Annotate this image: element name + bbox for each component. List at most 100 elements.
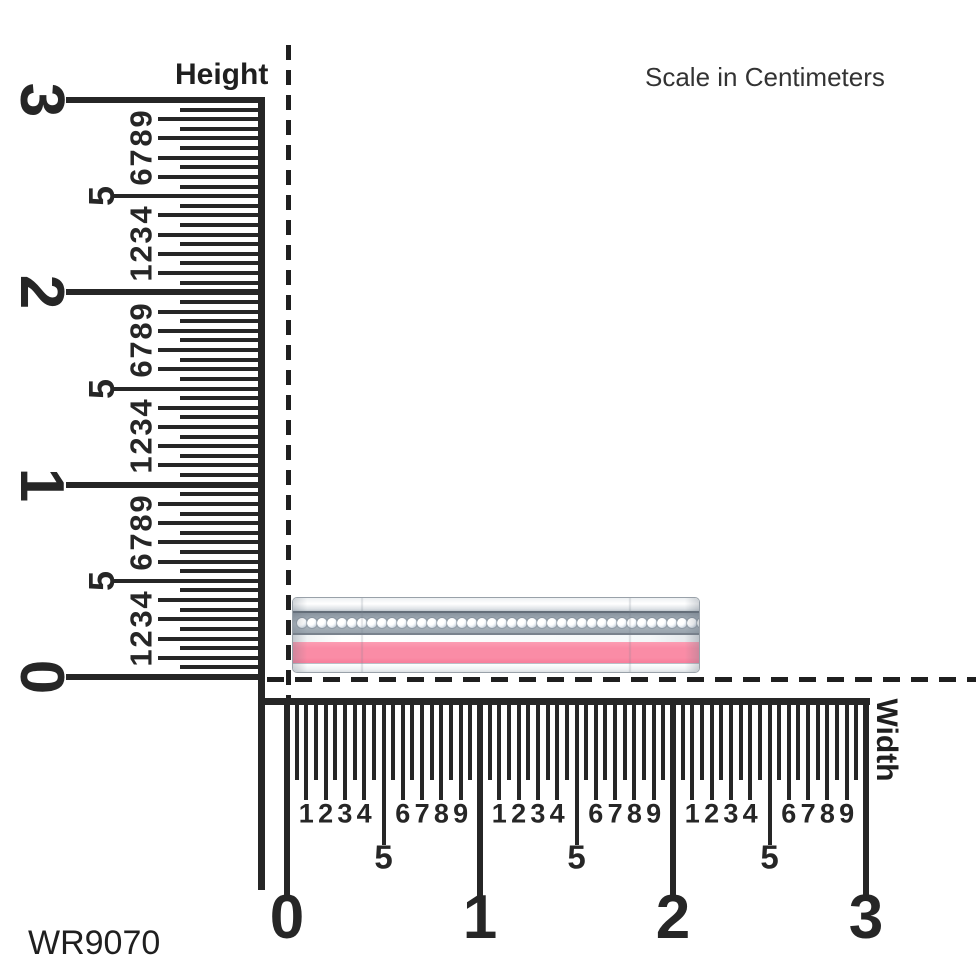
diamond — [677, 618, 687, 628]
half-mm-tick — [680, 703, 685, 780]
half-mm-tick — [180, 146, 262, 151]
diamond — [687, 618, 697, 628]
mm-tick — [323, 703, 328, 800]
diamond — [357, 618, 367, 628]
diamond — [297, 618, 307, 628]
mm-tick-label: 9 — [453, 798, 469, 829]
cm-tick — [66, 481, 262, 488]
half-mm-tick — [180, 126, 262, 131]
mm-tick — [748, 703, 753, 800]
mm-five-tick — [381, 703, 386, 845]
mm-tick — [158, 251, 262, 256]
mm-tick — [342, 703, 347, 800]
diamond — [577, 618, 587, 628]
half-mm-tick — [180, 607, 262, 612]
diamond — [427, 618, 437, 628]
diamond — [327, 618, 337, 628]
mm-tick-label: 1 — [298, 798, 314, 829]
mm-tick — [613, 703, 618, 800]
mm-tick — [709, 703, 714, 800]
half-mm-tick — [487, 703, 492, 780]
product-code: WR9070 — [28, 924, 161, 962]
half-mm-tick — [180, 280, 262, 285]
ring-top-rim — [293, 598, 699, 612]
half-mm-tick — [294, 703, 299, 780]
diamond — [467, 618, 477, 628]
mm-five-tick — [113, 194, 262, 199]
mm-tick — [158, 213, 262, 218]
mm-tick — [535, 703, 540, 800]
diamond — [457, 618, 467, 628]
mm-tick — [439, 703, 444, 800]
mm-five-tick — [113, 386, 262, 391]
mm-tick — [825, 703, 830, 800]
half-mm-tick — [796, 703, 801, 780]
ring-pink-enamel-band — [293, 642, 699, 663]
diamond — [367, 618, 377, 628]
mm-tick — [158, 136, 262, 141]
mm-five-label: 5 — [374, 838, 393, 876]
mm-tick-label: 2 — [318, 798, 334, 829]
half-mm-tick — [180, 184, 262, 189]
mm-tick — [555, 703, 560, 800]
mm-tick-label: 6 — [588, 798, 604, 829]
mm-tick — [400, 703, 405, 800]
diamond — [377, 618, 387, 628]
diamond — [597, 618, 607, 628]
diamond — [487, 618, 497, 628]
diamond — [547, 618, 557, 628]
mm-tick-label: 2 — [704, 798, 720, 829]
mm-five-label: 5 — [567, 838, 586, 876]
diamond — [387, 618, 397, 628]
mm-tick — [158, 117, 262, 122]
diamond — [507, 618, 517, 628]
half-mm-tick — [757, 703, 762, 780]
half-mm-tick — [180, 665, 262, 670]
mm-tick — [158, 444, 262, 449]
half-mm-tick — [180, 530, 262, 535]
mm-tick — [158, 521, 262, 526]
mm-tick — [158, 309, 262, 314]
mm-five-tick — [767, 703, 772, 845]
half-mm-tick — [180, 453, 262, 458]
mm-tick — [158, 655, 262, 660]
half-mm-tick — [371, 703, 376, 780]
half-mm-tick — [526, 703, 531, 780]
mm-tick — [728, 703, 733, 800]
half-mm-tick — [835, 703, 840, 780]
mm-tick-label: 6 — [395, 798, 411, 829]
cm-tick-label: 3 — [848, 883, 884, 952]
cm-tick — [670, 703, 676, 896]
height-axis-label: Height — [175, 58, 269, 91]
mm-tick-label: 3 — [723, 798, 739, 829]
mm-tick-label: 4 — [549, 798, 565, 829]
zero-dashed-line-vertical — [286, 45, 291, 700]
half-mm-tick — [545, 703, 550, 780]
half-mm-tick — [622, 703, 627, 780]
mm-tick-label: 9 — [646, 798, 662, 829]
ring-bottom-rim — [293, 663, 699, 672]
diamond — [447, 618, 457, 628]
mm-five-tick — [113, 578, 262, 583]
cm-tick — [284, 703, 290, 896]
half-mm-tick — [506, 703, 511, 780]
mm-tick — [158, 501, 262, 506]
half-mm-tick — [180, 107, 262, 112]
diamond — [647, 618, 657, 628]
diamond — [397, 618, 407, 628]
diamond — [417, 618, 427, 628]
half-mm-tick — [777, 703, 782, 780]
half-mm-tick — [180, 223, 262, 228]
mm-tick — [158, 405, 262, 410]
half-mm-tick — [180, 242, 262, 247]
half-mm-tick — [180, 646, 262, 651]
diamond — [587, 618, 597, 628]
half-mm-tick — [180, 511, 262, 516]
mm-tick — [158, 540, 262, 545]
diamond — [607, 618, 617, 628]
scale-note: Scale in Centimeters — [645, 62, 885, 92]
diamond — [657, 618, 667, 628]
